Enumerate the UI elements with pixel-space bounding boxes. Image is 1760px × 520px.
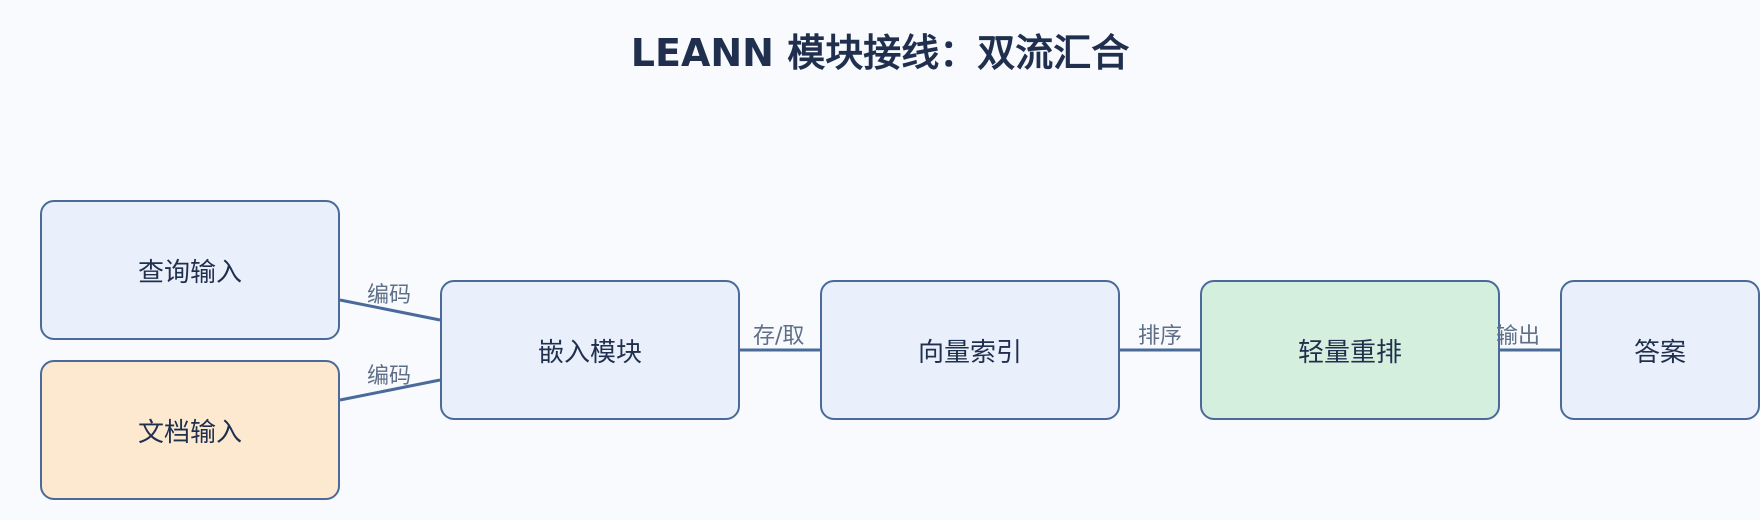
node-answer: 答案 — [1560, 280, 1760, 420]
edge-label-rerank-answer: 输出 — [1496, 324, 1541, 349]
page-title: LEANN 模块接线：双流汇合 — [630, 31, 1130, 75]
node-vector-index: 向量索引 — [820, 280, 1120, 420]
edge-label-index-rerank: 排序 — [1138, 324, 1183, 349]
edge-label-query-embed: 编码 — [367, 283, 412, 308]
node-rerank: 轻量重排 — [1200, 280, 1500, 420]
node-doc-input: 文档输入 — [40, 360, 340, 500]
edge-label-doc-embed: 编码 — [367, 364, 412, 389]
node-embed-module: 嵌入模块 — [440, 280, 740, 420]
edge-doc-embed — [339, 378, 441, 402]
edge-query-embed — [339, 298, 441, 322]
edge-label-embed-index: 存/取 — [753, 324, 805, 349]
node-query-input: 查询输入 — [40, 200, 340, 340]
